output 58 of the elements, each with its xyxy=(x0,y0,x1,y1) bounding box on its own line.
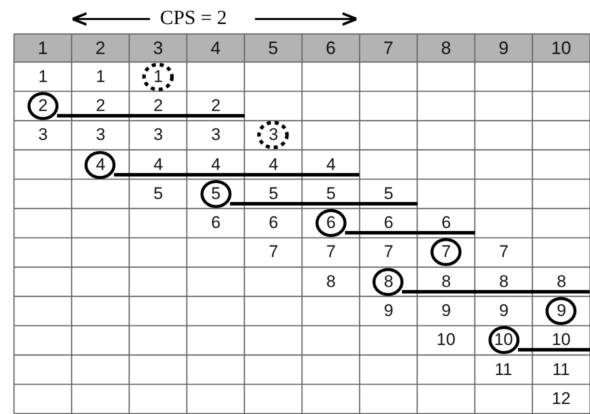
column-header: 2 xyxy=(94,38,106,58)
table-cell: 10 xyxy=(552,330,571,350)
table-cell: 6 xyxy=(384,213,394,234)
table-cell: 9 xyxy=(384,301,394,322)
table-cell: 9 xyxy=(499,301,509,322)
table-cell: 8 xyxy=(556,272,566,292)
table-cell: 5 xyxy=(211,184,221,204)
column-header: 3 xyxy=(152,38,164,58)
table-cell: 2 xyxy=(96,96,106,116)
table-cell: 6 xyxy=(326,213,336,234)
dimension-label: CPS = 2 xyxy=(160,6,227,30)
table-cell: 10 xyxy=(436,330,456,350)
table-cell: 6 xyxy=(211,213,221,234)
table-cell: 1 xyxy=(38,66,48,87)
table-cell: 5 xyxy=(384,184,394,204)
table-cell: 4 xyxy=(96,154,106,175)
table-cell: 7 xyxy=(268,242,278,262)
table-cell: 6 xyxy=(442,213,451,234)
table-cell: 8 xyxy=(499,272,509,292)
table-cell: 8 xyxy=(442,272,451,292)
table-cell: 3 xyxy=(154,125,163,146)
table-cell: 4 xyxy=(326,154,336,175)
table-cell: 3 xyxy=(211,125,221,146)
table-cell: 2 xyxy=(154,96,163,116)
table-cell: 5 xyxy=(154,184,163,204)
column-header: 9 xyxy=(498,38,510,58)
table-cell: 6 xyxy=(268,213,278,234)
table-cell: 2 xyxy=(211,96,221,116)
table-cell: 5 xyxy=(268,184,278,204)
table-cell: 9 xyxy=(556,301,566,322)
table-cell: 7 xyxy=(499,242,509,262)
table-cell: 10 xyxy=(494,330,514,350)
table-cell: 7 xyxy=(384,242,394,262)
table-cell: 3 xyxy=(268,125,278,146)
table-cell: 12 xyxy=(552,388,571,409)
table-cell: 5 xyxy=(326,184,336,204)
table-cell: 1 xyxy=(96,66,106,87)
table-cell: 4 xyxy=(211,154,221,175)
column-header: 5 xyxy=(267,38,280,58)
table-cell: 2 xyxy=(38,96,48,116)
table-cell: 11 xyxy=(494,360,512,380)
table-cell: 9 xyxy=(442,301,451,322)
table-cell: 3 xyxy=(38,125,48,146)
table-cell: 7 xyxy=(326,242,336,262)
table-cell: 4 xyxy=(268,154,278,175)
column-header: 1 xyxy=(36,38,49,58)
table-cell: 1 xyxy=(154,66,163,87)
table-cell: 7 xyxy=(442,242,451,262)
table-cell: 11 xyxy=(552,360,570,380)
table-cell: 3 xyxy=(96,125,106,146)
column-header: 8 xyxy=(440,38,452,58)
column-header: 7 xyxy=(382,38,394,58)
column-header: 4 xyxy=(210,38,222,58)
table-cell: 8 xyxy=(326,272,336,292)
column-header: 10 xyxy=(550,38,572,58)
column-header: 6 xyxy=(324,38,337,58)
table-cell: 8 xyxy=(384,272,394,292)
table-cell: 4 xyxy=(154,154,163,175)
